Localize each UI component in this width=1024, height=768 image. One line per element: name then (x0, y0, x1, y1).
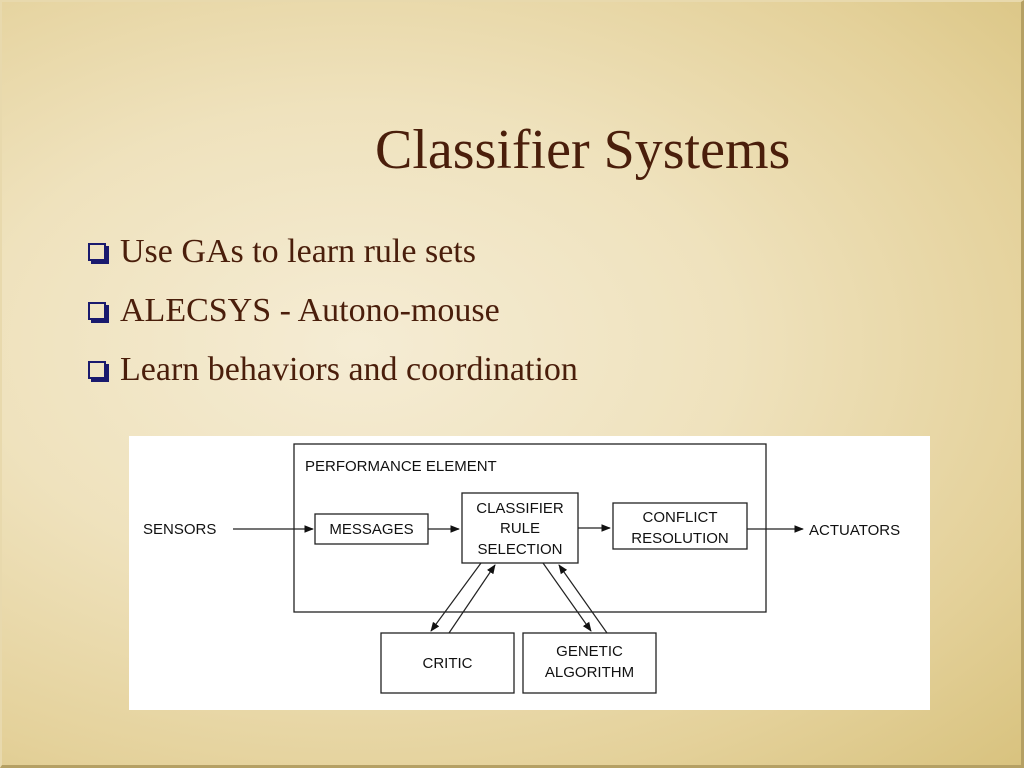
genetic-to-classifier-arrow (558, 564, 608, 634)
conflict-label-line2: RESOLUTION (631, 530, 729, 547)
classifier-system-diagram: PERFORMANCE ELEMENT SENSORS MESSAGES CLA… (129, 436, 930, 710)
messages-label: MESSAGES (329, 521, 413, 538)
classifier-label-line3: SELECTION (477, 541, 562, 558)
bullet-list: Use GAs to learn rule sets ALECSYS - Aut… (88, 222, 578, 399)
slide-title: Classifier Systems (375, 119, 791, 181)
critic-label: CRITIC (423, 655, 473, 672)
checkbox-bullet-icon (88, 242, 106, 261)
bullet-text: Learn behaviors and coordination (120, 350, 578, 388)
critic-to-classifier-arrow (448, 564, 496, 634)
bullet-text: ALECSYS - Autono-mouse (120, 291, 500, 329)
classifier-label-line1: CLASSIFIER (476, 500, 564, 517)
checkbox-bullet-icon (88, 301, 106, 320)
genetic-label-line1: GENETIC (556, 643, 623, 660)
bullet-item: Use GAs to learn rule sets (88, 222, 578, 281)
genetic-algorithm-box (522, 632, 657, 694)
bullet-text: Use GAs to learn rule sets (120, 232, 476, 270)
conflict-label-line1: CONFLICT (643, 509, 718, 526)
bullet-item: Learn behaviors and coordination (88, 340, 578, 399)
classifier-to-critic-arrow (430, 562, 482, 632)
diagram-svg: PERFORMANCE ELEMENT SENSORS MESSAGES CLA… (143, 443, 900, 694)
checkbox-bullet-icon (88, 360, 106, 379)
conflict-box (612, 502, 748, 550)
actuators-label: ACTUATORS (809, 522, 900, 539)
classifier-label-line2: RULE (500, 520, 540, 537)
bullet-item: ALECSYS - Autono-mouse (88, 281, 578, 340)
classifier-to-genetic-arrow (542, 562, 592, 632)
sensors-label: SENSORS (143, 521, 216, 538)
performance-element-box (293, 443, 767, 613)
performance-element-label: PERFORMANCE ELEMENT (305, 458, 497, 475)
genetic-label-line2: ALGORITHM (545, 664, 634, 681)
critic-box (380, 632, 515, 694)
